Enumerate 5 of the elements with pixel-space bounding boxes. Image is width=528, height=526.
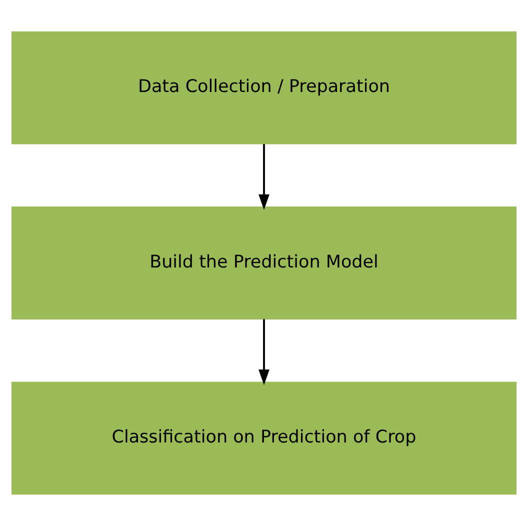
node-box: Data Collection / Preparation: [11, 31, 517, 144]
node-box: Classification on Prediction of Crop: [11, 382, 517, 495]
arrow: [258, 319, 270, 386]
arrow: [258, 144, 270, 210]
node-box: Build the Prediction Model: [11, 206, 517, 320]
